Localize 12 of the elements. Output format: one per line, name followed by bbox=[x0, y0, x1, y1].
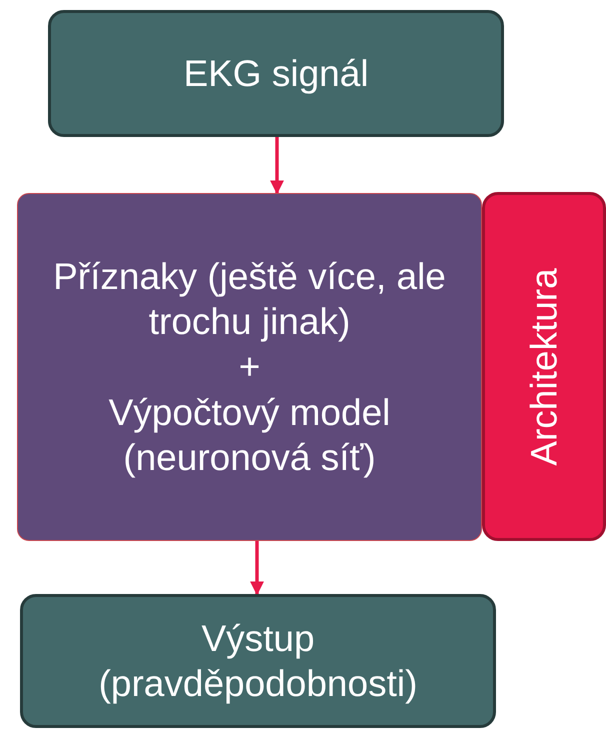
node-text: + bbox=[238, 345, 260, 390]
node-text: Architektura bbox=[522, 268, 566, 466]
label-box bbox=[482, 192, 606, 541]
process-box bbox=[20, 594, 496, 728]
node-text: Příznaky (ještě více, ale trochu jinak) bbox=[52, 255, 447, 344]
process-box bbox=[48, 10, 504, 137]
arrow bbox=[270, 137, 284, 194]
node-text: EKG signál bbox=[183, 52, 369, 96]
node-text: Výpočtový model (neuronová síť) bbox=[108, 390, 392, 480]
arrow bbox=[250, 541, 264, 596]
process-box bbox=[17, 193, 482, 541]
node-text: Výstup (pravděpodobnosti) bbox=[98, 616, 418, 706]
